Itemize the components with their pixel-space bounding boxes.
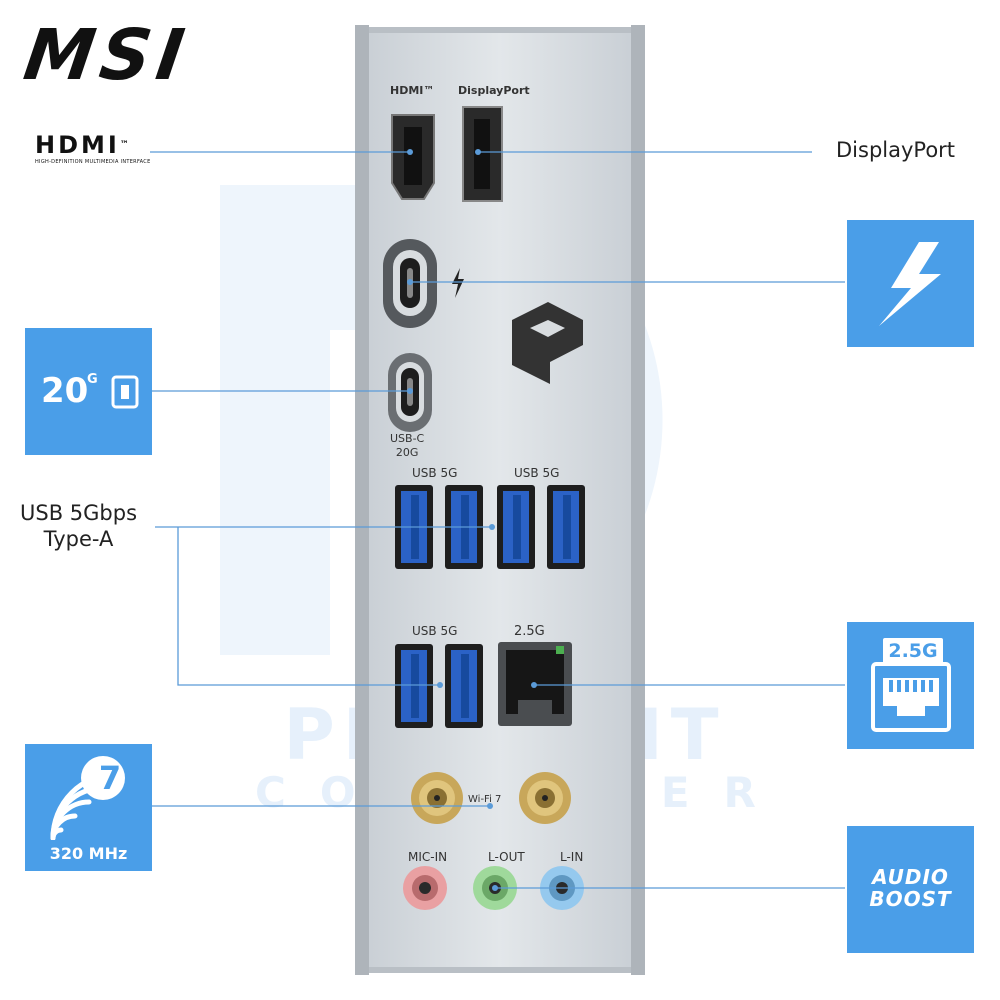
audio-boost-line2: BOOST <box>869 887 952 911</box>
lan-2-5g-feature-tile: 2.5G <box>847 622 974 749</box>
panel-label-usbc-line2: 20G <box>395 446 419 459</box>
wifi-antenna-connectors <box>411 772 571 824</box>
usb-callout-line2: Type-A <box>43 527 114 551</box>
hdmi-logo-tagline: HIGH-DEFINITION MULTIMEDIA INTERFACE <box>35 159 151 165</box>
thunderbolt-icon <box>879 242 941 326</box>
wifi-signal-icon <box>50 756 125 840</box>
lan-speed-badge <box>883 638 943 664</box>
audio-boost-line1: AUDIO <box>872 865 949 889</box>
usb-a-ports-row2 <box>395 644 483 728</box>
panel-label-lan: 2.5G <box>514 624 545 639</box>
usb-20g-value: 20 <box>41 371 89 411</box>
panel-label-usb5g-c: USB 5G <box>412 624 458 638</box>
panel-label-l-out: L-OUT <box>488 850 525 864</box>
panel-label-usb5g-b: USB 5G <box>514 466 560 480</box>
usb-stick-icon <box>111 375 139 409</box>
panel-label-l-in: L-IN <box>560 850 584 864</box>
wifi-band-label: 320 MHz <box>49 844 128 863</box>
thunderbolt-small-icon <box>452 268 464 298</box>
panel-label-usbc-line1: USB-C <box>390 432 425 445</box>
panel-label-mic-in: MIC-IN <box>408 850 448 864</box>
panel-label-wifi: Wi-Fi 7 <box>468 794 502 805</box>
hdmi-logo-tm: ™ <box>119 140 132 150</box>
hdmi-port <box>391 114 435 200</box>
hdmi-logo: HDMI™ HIGH-DEFINITION MULTIMEDIA INTERFA… <box>35 133 151 165</box>
panel-label-hdmi: HDMI™ <box>390 84 435 97</box>
panel-label-usbc: USB-C 20G <box>390 432 424 460</box>
wifi-7-value: 7 <box>98 759 122 797</box>
panel-label-displayport: DisplayPort <box>458 84 530 97</box>
usb-5gbps-callout-label: USB 5Gbps Type-A <box>20 500 137 552</box>
displayport-callout-label: DisplayPort <box>836 138 956 162</box>
usb-callout-line1: USB 5Gbps <box>20 501 138 525</box>
panel-brand-mark <box>512 302 583 384</box>
ethernet-icon <box>871 662 951 732</box>
wifi-7-feature-tile: 7 320 MHz <box>25 744 152 871</box>
audio-boost-feature-tile: AUDIO BOOST <box>847 826 974 953</box>
lan-speed-value: 2.5G <box>888 640 938 662</box>
displayport-port <box>462 106 503 202</box>
hdmi-logo-word: HDMI <box>35 131 120 159</box>
thunderbolt-feature-tile <box>847 220 974 347</box>
panel-label-usb5g-a: USB 5G <box>412 466 458 480</box>
usb-20g-feature-tile: 20 G <box>25 328 152 455</box>
usb-20g-unit: G <box>87 372 98 387</box>
